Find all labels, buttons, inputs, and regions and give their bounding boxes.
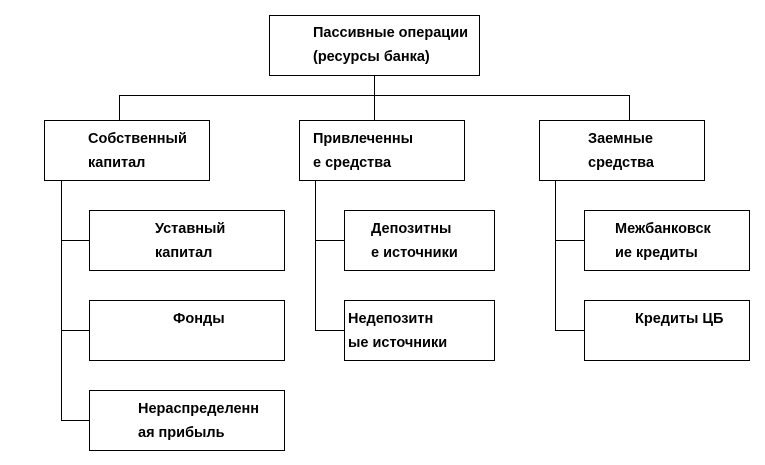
node-funds-label: Фонды [173, 311, 225, 327]
node-authorized-capital-label: Уставный капитал [155, 221, 226, 261]
node-own-capital-label: Собственный капитал [88, 131, 187, 171]
node-non-deposit-sources-label: Недепозитн ые источники [348, 311, 448, 351]
node-attracted-funds: Привлеченны е средства [299, 120, 465, 181]
node-borrowed-funds: Заемные средства [539, 120, 705, 181]
node-attracted-funds-label: Привлеченны е средства [313, 131, 414, 171]
node-interbank-loans: Межбанковск ие кредиты [584, 210, 750, 271]
root-node-passive-operations: Пассивные операции (ресурсы банка) [269, 15, 480, 76]
node-non-deposit-sources: Недепозитн ые источники [344, 300, 495, 361]
node-funds: Фонды [89, 300, 285, 361]
node-own-capital: Собственный капитал [44, 120, 210, 181]
node-central-bank-loans-label: Кредиты ЦБ [635, 311, 724, 327]
node-deposit-sources: Депозитны е источники [344, 210, 495, 271]
node-borrowed-funds-label: Заемные средства [588, 131, 654, 171]
node-authorized-capital: Уставный капитал [89, 210, 285, 271]
node-retained-earnings: Нераспределенн ая прибыль [89, 390, 285, 451]
node-central-bank-loans: Кредиты ЦБ [584, 300, 750, 361]
node-deposit-sources-label: Депозитны е источники [371, 221, 458, 261]
root-node-label: Пассивные операции (ресурсы банка) [313, 25, 469, 65]
node-retained-earnings-label: Нераспределенн ая прибыль [138, 401, 260, 441]
node-interbank-loans-label: Межбанковск ие кредиты [615, 221, 711, 261]
